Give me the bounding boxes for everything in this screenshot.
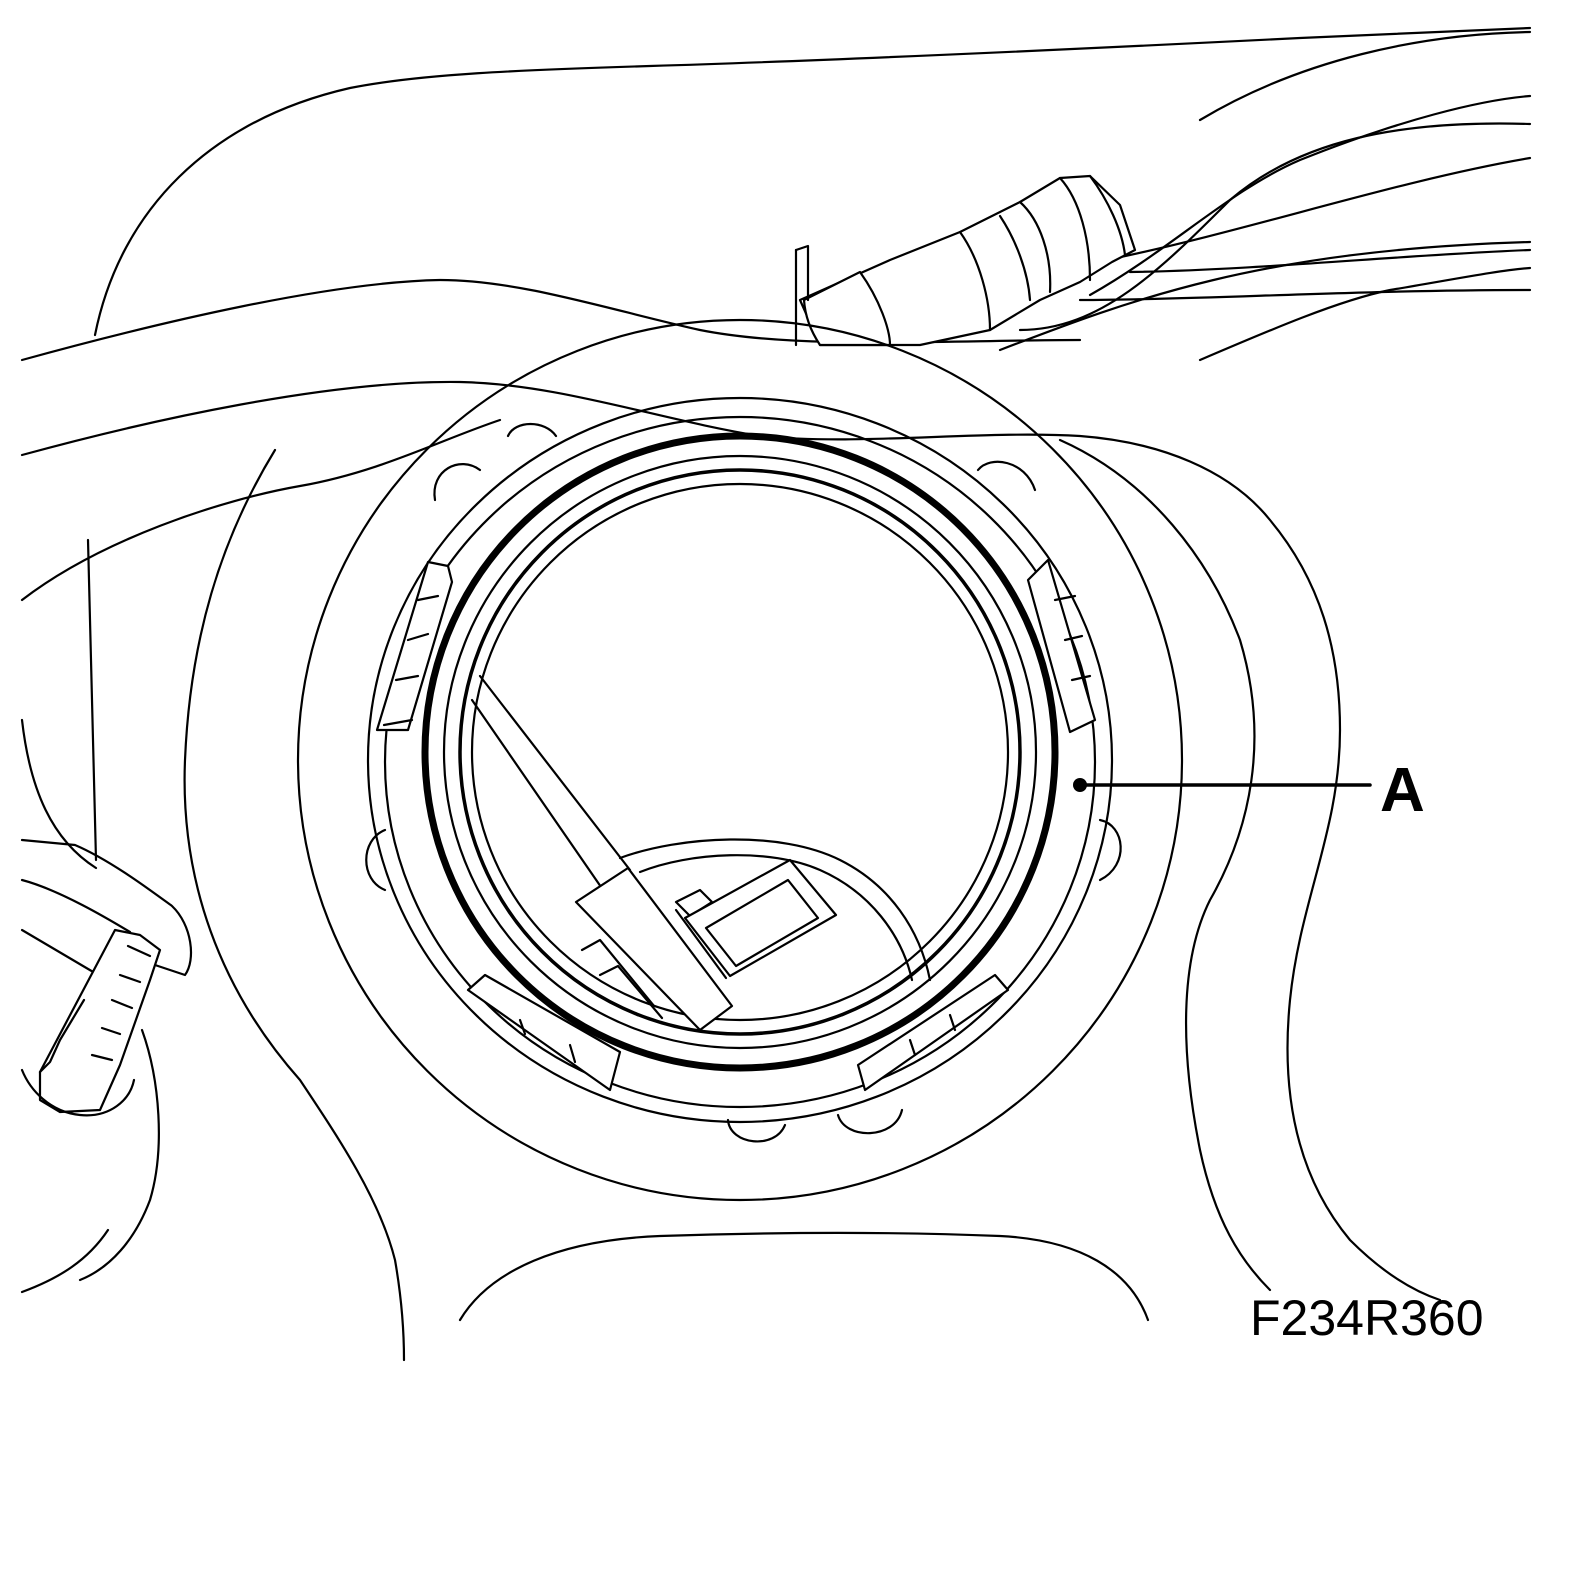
callout-a-leader	[1073, 778, 1372, 792]
hose-connector	[794, 174, 1137, 347]
lock-ring-flange	[296, 318, 1184, 1202]
harness-connector	[20, 838, 193, 1282]
figure-code: F234R360	[1250, 1290, 1484, 1346]
fuel-hoses	[998, 30, 1532, 352]
callout-label-a: A	[1380, 756, 1425, 825]
pump-module-internals	[470, 674, 932, 1032]
tank-body-outline	[20, 26, 1532, 1322]
tank-inner-contours	[183, 266, 1532, 1362]
